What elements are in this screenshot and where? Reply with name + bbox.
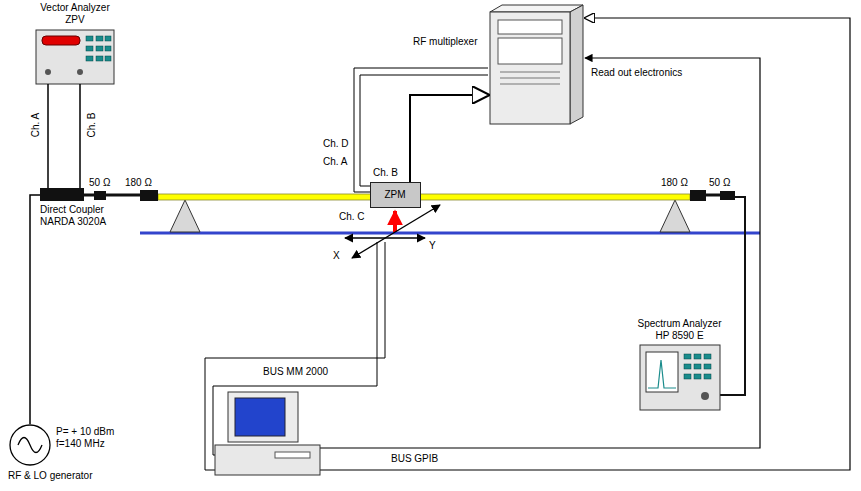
bus-line (320, 58, 760, 448)
edge-label: Ch. B (86, 111, 98, 138)
generator-symbol (10, 425, 50, 465)
node-text: Direct Coupler NARDA 3020A (40, 204, 118, 228)
signal-arrow (410, 95, 488, 182)
drive-bay (498, 38, 562, 64)
annotation-label: BUS MM 2000 (262, 366, 329, 378)
bus-line (205, 242, 385, 470)
bus-line (213, 242, 377, 455)
instrument: Spectrum Analyzer HP 8590 E (632, 318, 729, 410)
edge-label: RF multiplexer (412, 36, 478, 48)
resistor-50 (720, 191, 735, 200)
annotation-label: Ch. B (372, 167, 399, 179)
buttons (684, 354, 711, 379)
resistor-180 (690, 190, 706, 201)
annotation-label: 180 Ω (660, 177, 689, 189)
spectrum-analyzer (640, 345, 720, 410)
annotation-label: 50 Ω (88, 177, 111, 189)
port (77, 69, 83, 75)
instrument: Vector Analyzer ZPV (30, 2, 122, 84)
annotation-label: 180 Ω (124, 177, 153, 189)
computer-case (215, 445, 320, 475)
annotation-label: Ch. C (338, 211, 366, 223)
resistor-180 (140, 190, 158, 201)
port (45, 69, 51, 75)
annotation-label: Ch. D (322, 138, 350, 150)
annotation-label: Y (428, 240, 437, 252)
tower-front (490, 12, 570, 124)
tower-top (490, 5, 583, 12)
annotation-label: 50 Ω (708, 177, 731, 189)
display (42, 36, 80, 45)
vector-analyzer (36, 30, 114, 84)
cable (79, 84, 81, 188)
coax (720, 197, 745, 395)
drive-slot (275, 452, 310, 458)
annotation-label: Ch. A (322, 156, 348, 168)
node-text: Read out electronics (591, 67, 682, 79)
tower-side (570, 5, 583, 124)
readout-computer: Read out electronics (488, 5, 700, 127)
pickup-box: ZPM (370, 182, 421, 208)
annotation-label: BUS GPIB (390, 453, 439, 465)
cable (30, 195, 40, 424)
coupler-body (40, 188, 84, 201)
edge-label: Ch. A (30, 112, 42, 138)
port (701, 392, 709, 400)
node-text: Spectrum Analyzer HP 8590 E (632, 318, 727, 342)
node-text: P= + 10 dBm (56, 426, 114, 438)
resistor-50 (94, 191, 106, 200)
wire-under-test (158, 194, 690, 200)
annotation-label: X (332, 250, 341, 262)
bay-lines (500, 72, 560, 84)
support-triangle (170, 200, 200, 232)
drive-bay (498, 20, 562, 34)
node-text: Vector Analyzer ZPV (30, 2, 120, 26)
sine-symbol (18, 438, 42, 453)
display (646, 352, 678, 392)
push-arrow (393, 211, 397, 232)
cable (47, 84, 49, 188)
node-text: RF & LO generator (8, 470, 92, 482)
buttons (86, 36, 111, 61)
node-text: f=140 MHz (56, 438, 105, 450)
bus-line (320, 18, 850, 470)
generator: P= + 10 dBmf=140 MHz RF & LO generator (8, 424, 188, 486)
support-triangle (660, 200, 690, 232)
trace (648, 360, 676, 388)
coupler: Direct Coupler NARDA 3020A (40, 188, 120, 229)
channel-cable (360, 75, 488, 186)
screen (235, 398, 285, 436)
node-text: ZPM (371, 189, 419, 201)
channel-cable (354, 68, 488, 192)
monitor (228, 392, 298, 442)
